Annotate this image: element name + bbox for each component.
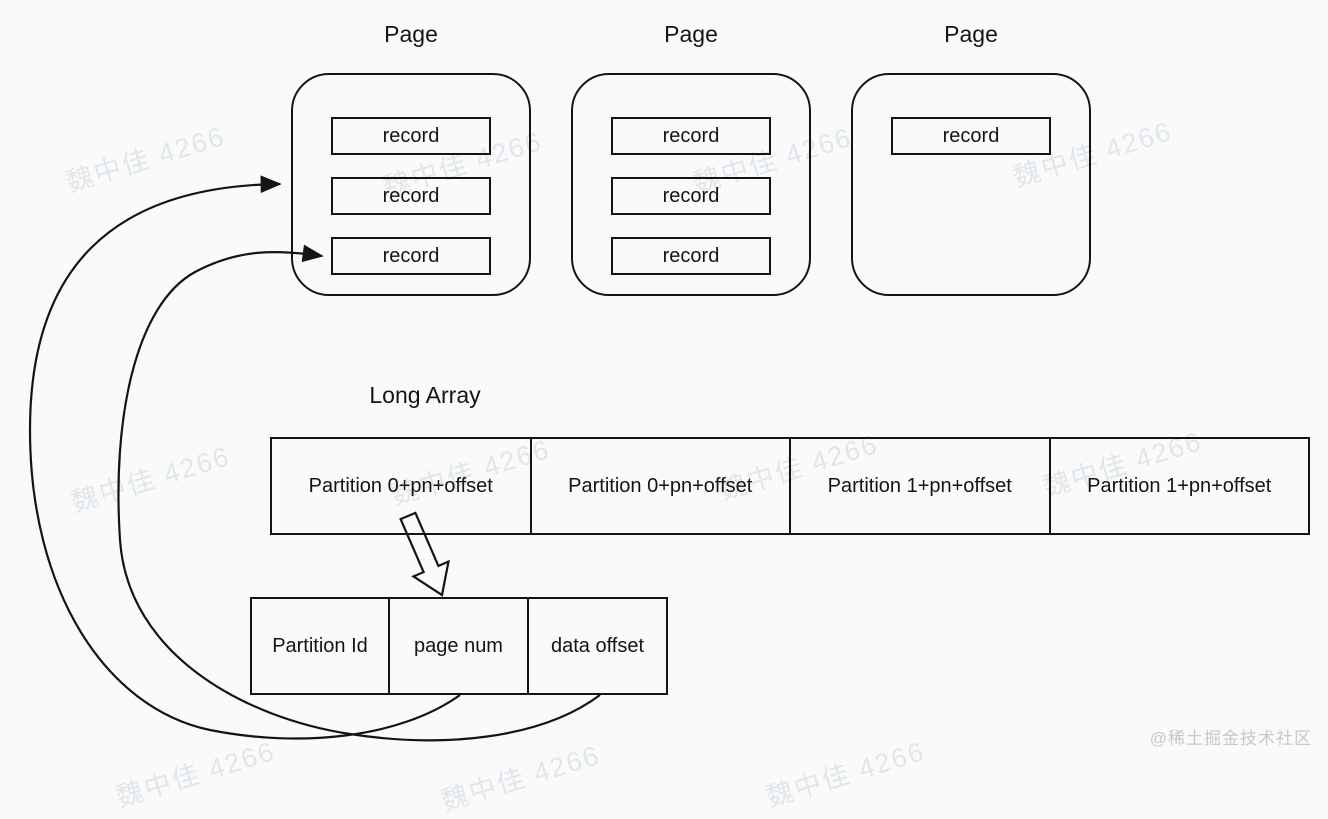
page-label: Page [664,21,718,47]
entry-cell-page-num: page num [388,597,529,695]
arrow-data-offset-to-record [117,244,601,742]
long-array-title: Long Array [369,382,481,408]
record-box: record [331,177,491,215]
page-label: Page [384,21,438,47]
long-array-cell: Partition 0+pn+offset [529,437,791,535]
entry-cell-data-offset: data offset [527,597,668,695]
diagram-canvas: 魏中佳 4266 魏中佳 4266 魏中佳 4266 魏中佳 4266 魏中佳 … [28,21,1312,817]
record-box: record [611,237,771,275]
arrow-page-num-to-page [28,175,461,740]
long-array-cell: Partition 1+pn+offset [789,437,1051,535]
long-array-table: Partition 0+pn+offset Partition 0+pn+off… [270,437,1310,535]
record-box: record [891,117,1051,155]
page-box-2: record record record [571,73,811,296]
page-box-3: record [851,73,1091,296]
page-box-1: record record record [291,73,531,296]
record-box: record [331,237,491,275]
entry-cell-partition-id: Partition Id [250,597,390,695]
long-array-cell: Partition 0+pn+offset [270,437,532,535]
record-box: record [611,177,771,215]
page-label: Page [944,21,998,47]
long-array-cell: Partition 1+pn+offset [1048,437,1310,535]
record-box: record [611,117,771,155]
record-box: record [331,117,491,155]
credit-watermark: @稀土掘金技术社区 [1149,729,1312,748]
entry-detail-table: Partition Id page num data offset [250,597,670,695]
